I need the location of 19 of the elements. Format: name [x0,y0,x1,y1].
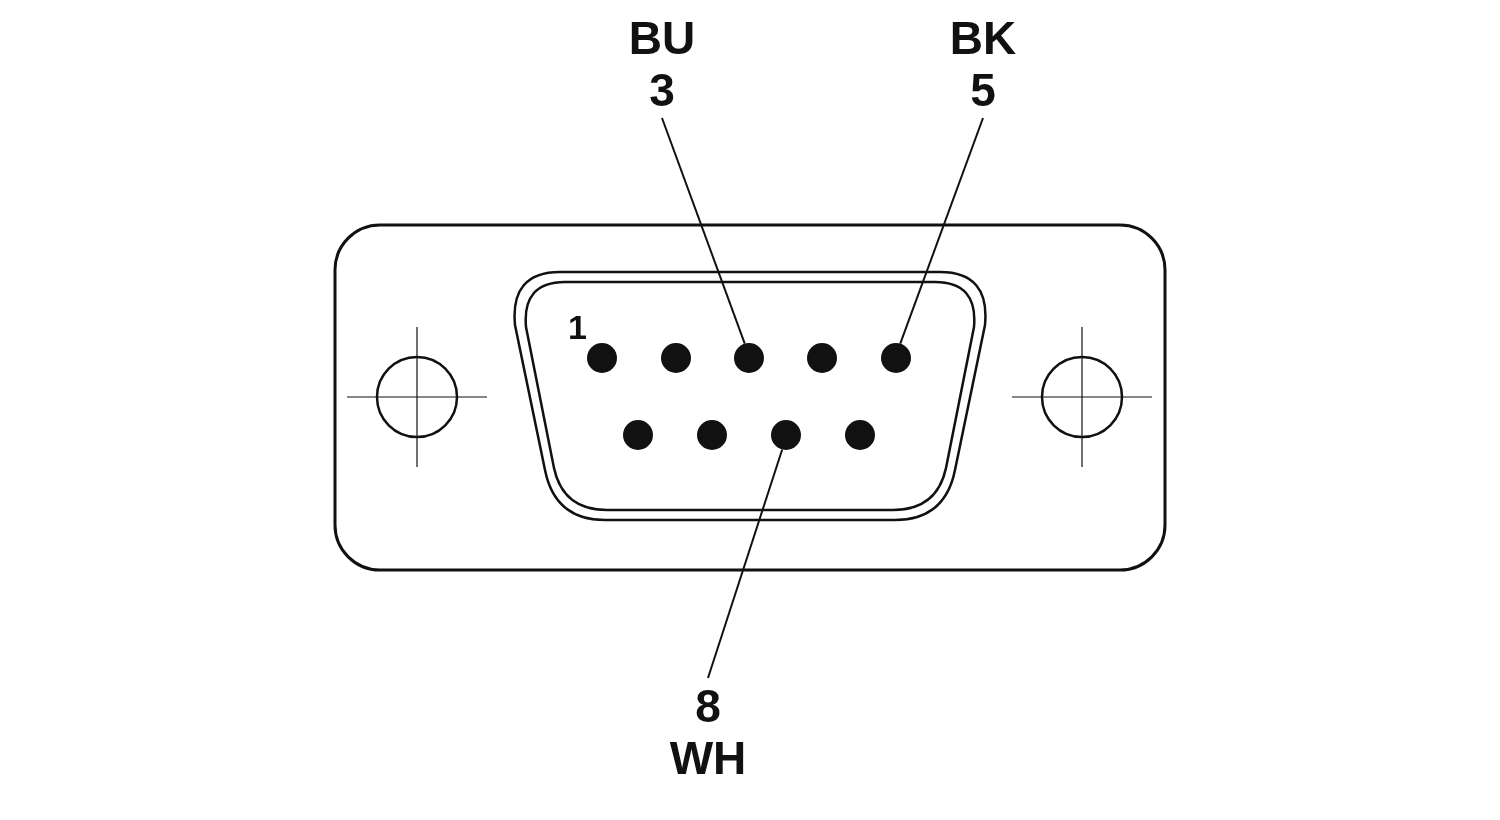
wire-color-label: BU [628,12,696,64]
pin-contact [881,343,911,373]
pin-contact [734,343,764,373]
leader-line [899,117,984,345]
pin-contact [697,420,727,450]
pin-contact [845,420,875,450]
pin-number: 1 [568,308,587,346]
pin-number: 5 [970,64,996,116]
wire-color-label: BK [949,12,1017,64]
wire-color-label: WH [669,732,747,784]
leader-line [661,117,746,345]
pin-contact [623,420,653,450]
pin-number: 8 [695,680,721,732]
pin-number: 3 [649,64,675,116]
pin-contact [807,343,837,373]
pin-contact [587,343,617,373]
leader-line [707,448,784,679]
pin-contact [661,343,691,373]
pin-contact [771,420,801,450]
